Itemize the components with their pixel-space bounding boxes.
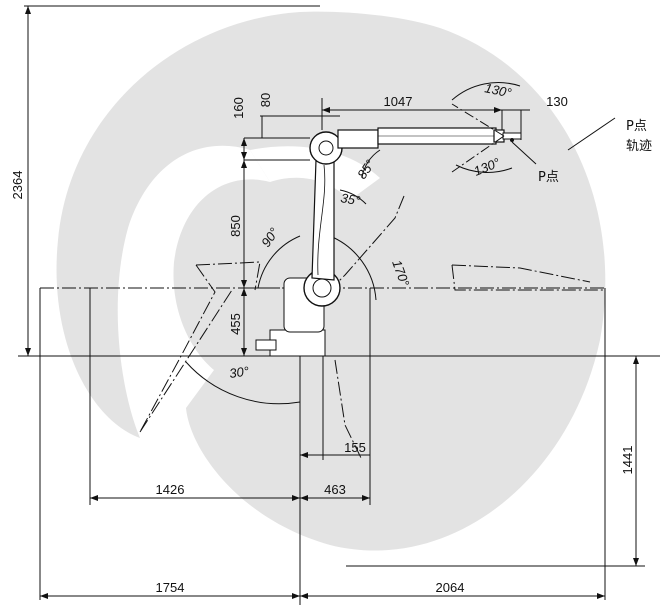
dim-130: 130 <box>546 94 568 109</box>
robot-base-plate <box>255 339 277 351</box>
elbow-joint-inner <box>318 140 334 156</box>
dim-155: 155 <box>344 440 366 455</box>
dim-height-total: 2364 <box>10 171 25 200</box>
shoulder-joint-inner <box>312 278 332 298</box>
angle-arcs <box>185 82 521 405</box>
lower-arm-detail <box>317 164 326 276</box>
angle-35: 35° <box>339 190 361 208</box>
dim-1047: 1047 <box>384 94 413 109</box>
p-trajectory-label-line2: 轨迹 <box>626 139 652 154</box>
dim-2064: 2064 <box>436 580 465 595</box>
dim-850: 850 <box>228 215 243 237</box>
dim-463: 463 <box>324 482 346 497</box>
p-point-marker <box>510 138 514 142</box>
upper-arm-housing <box>337 129 379 149</box>
angle-130-top: 130° <box>483 80 512 100</box>
angle-30: 30° <box>228 363 250 381</box>
wrist-swing-lower <box>451 135 505 173</box>
dim-1441: 1441 <box>620 446 635 475</box>
dim-1426: 1426 <box>156 482 185 497</box>
dim-80: 80 <box>258 93 273 107</box>
arrowheads <box>25 6 639 599</box>
p-trajectory-label-line1: P点 <box>626 119 647 134</box>
dim-160: 160 <box>231 97 246 119</box>
robot-base <box>269 329 326 357</box>
dim-1754: 1754 <box>156 580 185 595</box>
p-point-label: P点 <box>538 170 559 185</box>
dim-455: 455 <box>228 313 243 335</box>
robot-arm <box>255 103 537 357</box>
p-point-leader <box>511 141 537 165</box>
lower-arm <box>311 157 335 281</box>
wrist-swing-upper <box>451 103 505 137</box>
